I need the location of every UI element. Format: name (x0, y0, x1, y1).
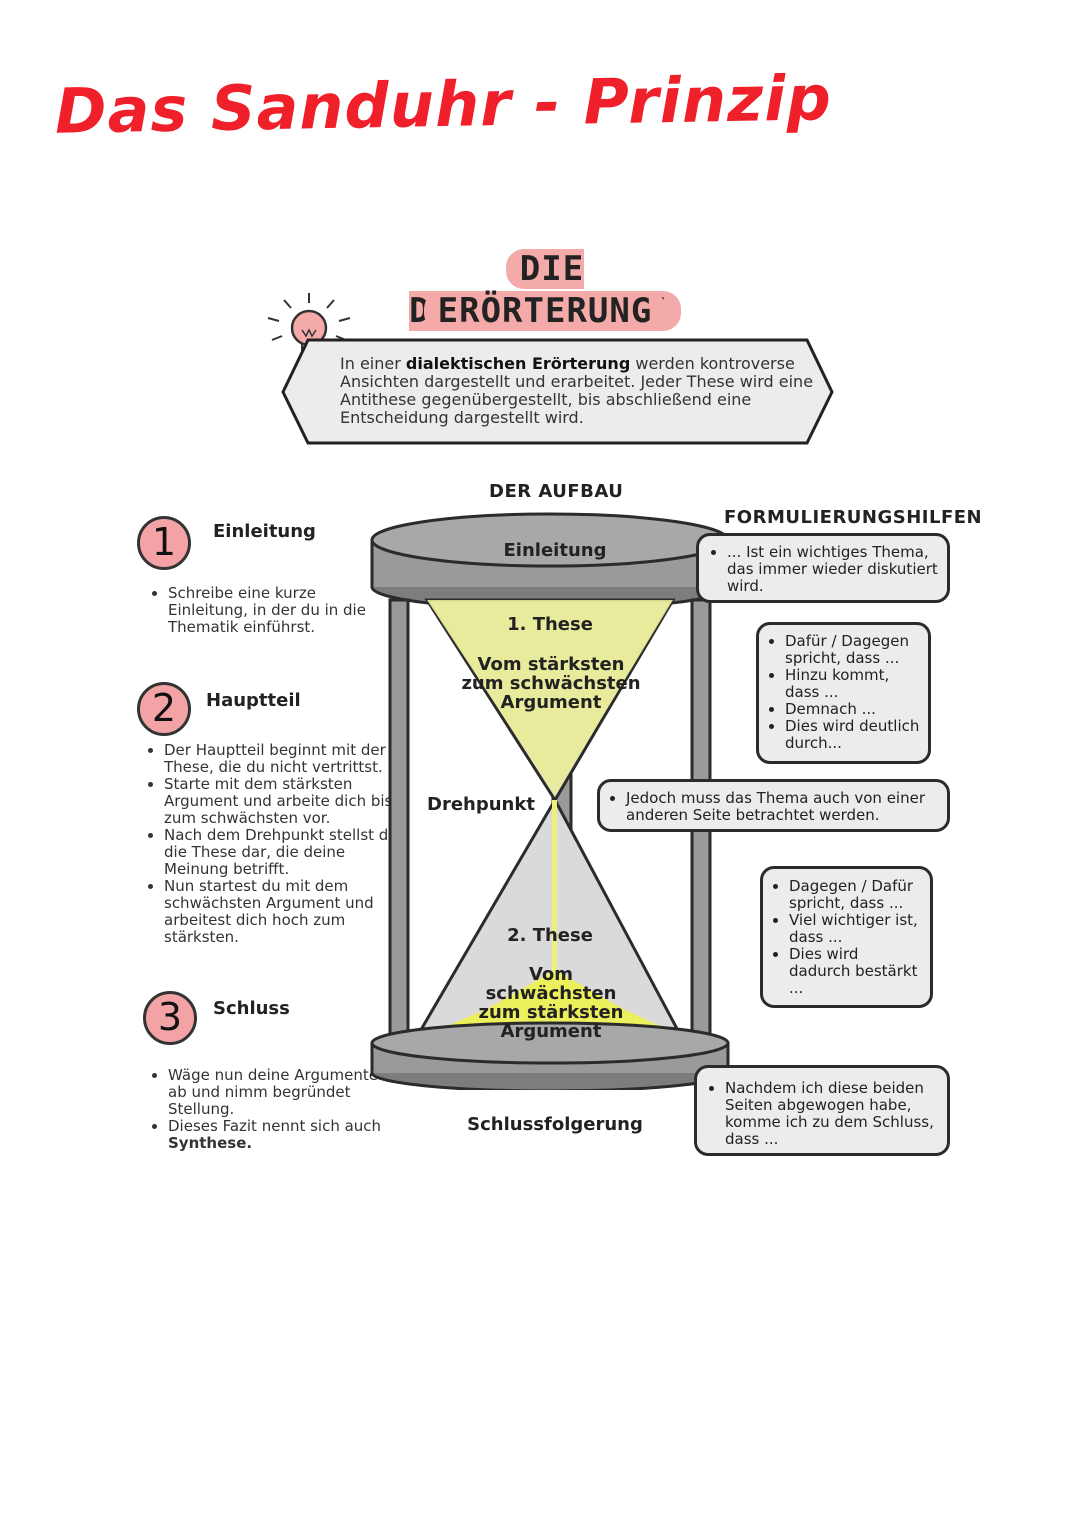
section-2-bullets: Der Hauptteil beginnt mit der These, die… (142, 742, 404, 946)
section-number-1: 1 (137, 516, 191, 570)
list-item: Hinzu kommt, dass ... (785, 667, 922, 701)
upper-these-text: Vom stärksten zum schwächsten Argument (461, 654, 641, 713)
list-item: Dies wird dadurch bestärkt ... (789, 946, 924, 997)
section-number-2: 2 (137, 682, 191, 736)
list-item: Dieses Fazit nennt sich auch Synthese. (168, 1118, 388, 1152)
intro-hexagon (281, 338, 834, 445)
section-title-hauptteil: Hauptteil (206, 690, 301, 711)
phrase-box-5: Nachdem ich diese beiden Seiten abgewoge… (694, 1065, 950, 1156)
list-item: Nun startest du mit dem schwächsten Argu… (164, 878, 404, 946)
list-item: Demnach ... (785, 701, 922, 718)
section-title-einleitung: Einleitung (213, 521, 316, 542)
list-item: Jedoch muss das Thema auch von einer and… (626, 790, 941, 824)
section-number-3: 3 (143, 991, 197, 1045)
list-item: Starte mit dem stärksten Argument und ar… (164, 776, 404, 827)
upper-these-title: 1. These (507, 614, 593, 635)
list-item: Dagegen / Dafür spricht, dass ... (789, 878, 924, 912)
section-title-schluss: Schluss (213, 998, 290, 1019)
lower-these-title: 2. These (507, 925, 593, 946)
phrase-box-3: Jedoch muss das Thema auch von einer and… (597, 779, 950, 832)
phrase-box-2: Dafür / Dagegen spricht, dass ... Hinzu … (756, 622, 931, 764)
list-item: Schreibe eine kurze Einleitung, in der d… (168, 585, 400, 636)
list-item: Wäge nun deine Argumente ab und nimm beg… (168, 1067, 388, 1118)
subtitle-line2: ERÖRTERUNG (370, 290, 720, 332)
page-title: Das Sanduhr - Prinzip (54, 61, 833, 148)
list-item: Dies wird deutlich durch... (785, 718, 922, 752)
hourglass-bottom-label: Schlussfolgerung (467, 1114, 643, 1135)
list-item: Viel wichtiger ist, dass ... (789, 912, 924, 946)
intro-text: In einer dialektischen Erörterung werden… (340, 354, 814, 427)
aufbau-heading: DER AUFBAU (489, 481, 624, 502)
list-item: Der Hauptteil beginnt mit der These, die… (164, 742, 404, 776)
section-1-bullets: Schreibe eine kurze Einleitung, in der d… (146, 585, 400, 636)
phrase-box-4: Dagegen / Dafür spricht, dass ... Viel w… (760, 866, 933, 1008)
hourglass-top-label: Einleitung (503, 540, 607, 561)
formulierungshilfen-heading: FORMULIERUNGSHILFEN (724, 507, 983, 528)
list-item: Nach dem Drehpunkt stellst du die These … (164, 827, 404, 878)
pivot-label: Drehpunkt (427, 794, 535, 815)
phrase-box-1: ... Ist ein wichtiges Thema, das immer w… (696, 533, 950, 603)
list-item: Dafür / Dagegen spricht, dass ... (785, 633, 922, 667)
section-3-bullets: Wäge nun deine Argumente ab und nimm beg… (146, 1067, 388, 1152)
list-item: ... Ist ein wichtiges Thema, das immer w… (727, 544, 939, 595)
lower-these-text: Vom schwächsten zum stärksten Argument (478, 964, 624, 1042)
list-item: Nachdem ich diese beiden Seiten abgewoge… (725, 1080, 939, 1148)
hourglass-illustration (370, 512, 730, 1090)
